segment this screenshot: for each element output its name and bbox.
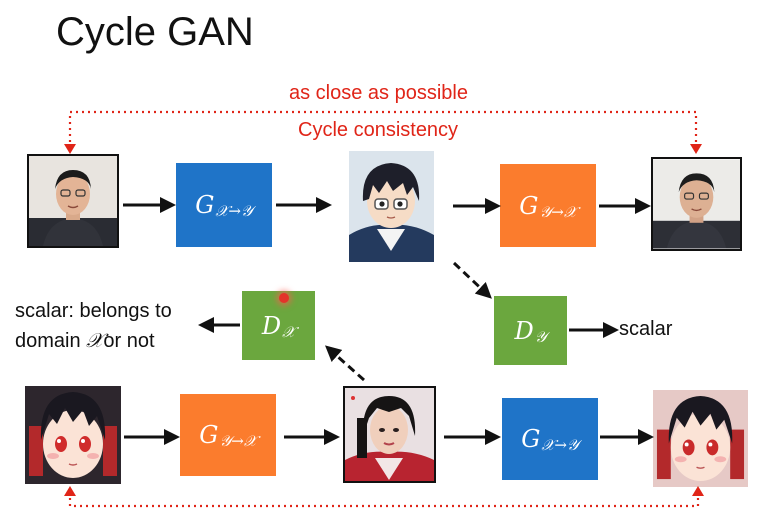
dx-output-line2: domain 𝒳or not [15, 327, 155, 354]
dx-or-not: or not [103, 330, 155, 352]
dashed-arrow-to-dy [452, 261, 492, 299]
dashed-arrow-to-dx [325, 345, 365, 382]
slide-title: Cycle GAN [56, 10, 254, 54]
dy-output-scalar: scalar [619, 318, 673, 340]
g-yx-base: G [519, 191, 539, 220]
real-face-photo-input [27, 154, 119, 248]
anime-character-image [349, 151, 434, 262]
g-yx-base-bottom: G [199, 421, 219, 449]
red-pointer-dot [279, 293, 289, 303]
g-xy-subscript: 𝒳→𝒴 [215, 202, 253, 220]
as-close-label: as close as possible [289, 82, 468, 104]
dx-output-line1: scalar: belongs to [15, 300, 172, 322]
dx-domain-symbol: 𝒳 [86, 328, 104, 352]
g-yx-subscript: 𝒴→𝒳 [539, 202, 577, 221]
d-y-subscript: 𝒴 [534, 327, 547, 346]
anime-girl-image-reconstructed [653, 390, 748, 487]
g-yx-subscript-bottom: 𝒴→𝒳 [219, 432, 257, 450]
g-xy-base: G [195, 191, 215, 219]
g-xy-subscript-bottom: 𝒳→𝒴 [541, 436, 579, 454]
bottom-cycle-arrow [64, 486, 704, 508]
g-xy-base-bottom: G [521, 425, 541, 453]
d-x-subscript: 𝒳 [282, 322, 296, 341]
anime-girl-image-input [25, 386, 121, 484]
d-x-base: D [261, 311, 282, 340]
real-face-photo-reconstructed [651, 157, 742, 251]
dx-domain-word: domain [15, 330, 81, 352]
real-girl-photo [343, 386, 436, 483]
top-cycle-arrow [64, 110, 702, 154]
cycle-consistency-label: Cycle consistency [298, 119, 459, 141]
d-y-base: D [514, 316, 534, 345]
